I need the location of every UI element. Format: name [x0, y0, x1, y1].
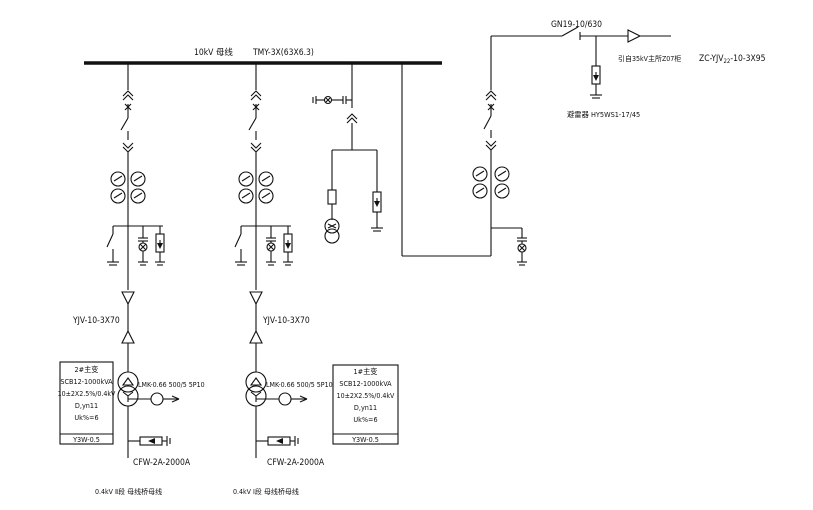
incoming-feeder: GN19-10/630 引自35kV主所Z07柜 ZC-YJV22-10-3X9…: [472, 20, 766, 266]
incoming-switch-label: GN19-10/630: [551, 20, 602, 30]
voltage-transformer-icon: [324, 218, 340, 244]
incoming-source-label: 引自35kV主所Z07柜: [618, 54, 681, 63]
svg-text:Uk%=6: Uk%=6: [74, 413, 98, 422]
surge-arrester-icon: [590, 65, 602, 99]
current-transformer-low-icon: [128, 392, 180, 406]
grounding-knife-icon: [312, 95, 352, 105]
voltage-indicator-icon: [138, 226, 148, 266]
breaker-icon: [120, 117, 129, 131]
svg-text:Y3W-0.5: Y3W-0.5: [72, 435, 100, 444]
incoming-arrester-label: 避雷器 HY5WS1-17/45: [567, 110, 640, 119]
feeder-middle: YJV-10-3X70 LMK-0.66 500/5 5P10 CFW-2A-2…: [233, 63, 399, 496]
svg-text:SCB12-1000kVA: SCB12-1000kVA: [339, 379, 392, 388]
surge-arrester-icon: [371, 191, 383, 232]
breaker-icon: [248, 117, 257, 131]
svg-text:1#主变: 1#主变: [354, 367, 378, 376]
svg-text:D,yn11: D,yn11: [75, 401, 98, 410]
cable-termination-icon: [121, 329, 135, 344]
feeder-left: YJV-10-3X70 LMK-0.66 500/5 5P10: [58, 63, 205, 496]
surge-arrester-icon: [283, 226, 293, 266]
svg-text:SCB12-1000kVA: SCB12-1000kVA: [60, 377, 113, 386]
cable-head-right-icon: [627, 29, 642, 43]
feeder-middle-cable: YJV-10-3X70: [262, 316, 310, 326]
transformer-icon: [117, 371, 139, 407]
earthing-switch-icon: [106, 226, 119, 266]
feeder-left-breaker: CFW-2A-2000A: [133, 458, 191, 468]
pt-cabinet: [312, 63, 383, 244]
low-voltage-breaker-icon: [256, 436, 299, 446]
breaker-icon: [483, 115, 492, 130]
current-transformer-low-icon: [256, 392, 308, 406]
transformer-info-box-right: 1#主变 SCB12-1000kVA 10±2X2.5%/0.4kV D,yn1…: [332, 364, 399, 445]
busbar-name: 10kV 母线: [194, 47, 233, 58]
svg-text:2#主变: 2#主变: [75, 365, 99, 374]
current-transformer-icon: [238, 171, 274, 204]
feeder-middle-breaker: CFW-2A-2000A: [267, 458, 325, 468]
feeder-left-cable: YJV-10-3X70: [72, 316, 120, 326]
transformer-icon: [245, 371, 267, 407]
busbar-spec: TMY-3X(63X6.3): [252, 48, 314, 58]
current-transformer-icon: [110, 171, 146, 204]
svg-text:10±2X2.5%/0.4kV: 10±2X2.5%/0.4kV: [58, 390, 116, 398]
cable-termination-icon: [249, 291, 263, 306]
current-transformer-icon: [472, 166, 510, 199]
disconnect-contact-icon: [346, 113, 358, 124]
feeder-middle-ct: LMK-0.66 500/5 5P10: [266, 381, 333, 389]
voltage-indicator-icon: [517, 228, 527, 266]
transformer-info-box-left: 2#主变 SCB12-1000kVA 10±2X2.5%/0.4kV D,yn1…: [58, 361, 116, 445]
incoming-cable-label: ZC-YJV22-10-3X95: [699, 54, 766, 65]
svg-text:10±2X2.5%/0.4kV: 10±2X2.5%/0.4kV: [337, 392, 395, 400]
cable-termination-icon: [249, 329, 263, 344]
svg-text:D,yn11: D,yn11: [354, 403, 377, 412]
surge-arrester-icon: [155, 226, 165, 266]
svg-text:Y3W-0.5: Y3W-0.5: [351, 435, 379, 444]
fuse-icon: [327, 189, 337, 205]
svg-text:Uk%=6: Uk%=6: [353, 415, 377, 424]
low-voltage-breaker-icon: [128, 436, 171, 446]
cable-termination-icon: [121, 291, 135, 306]
feeder-left-bus-low: 0.4kV Ⅱ段 母线桥母线: [95, 487, 162, 496]
voltage-indicator-icon: [266, 226, 276, 266]
earthing-switch-icon: [234, 226, 247, 266]
feeder-middle-bus-low: 0.4kV Ⅰ段 母线桥母线: [233, 487, 299, 496]
feeder-left-ct: LMK-0.66 500/5 5P10: [138, 381, 205, 389]
